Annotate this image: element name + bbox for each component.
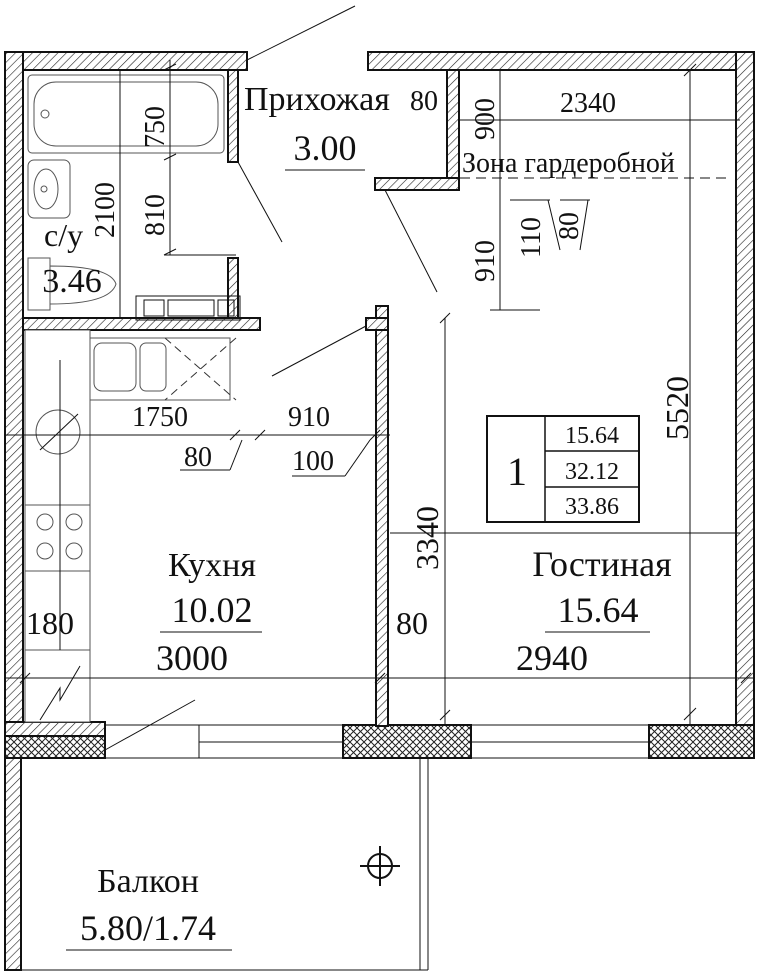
bathroom-name: с/у [44, 217, 83, 253]
dim-80-wardrobe: 80 [554, 212, 585, 240]
dim-80-hall: 80 [410, 86, 438, 117]
toilet [27, 257, 117, 311]
dimension-labels: 750 2100 810 80 900 2340 910 110 80 1750… [26, 86, 695, 678]
dimension-lines [5, 60, 754, 725]
wardrobe-name: Зона гардеробной [462, 148, 675, 179]
dim-110: 110 [516, 217, 547, 258]
dim-3340: 3340 [409, 506, 445, 570]
dim-750: 750 [140, 106, 171, 148]
balcony-area: 5.80/1.74 [80, 908, 216, 948]
bathtub [27, 74, 225, 154]
dim-2940: 2940 [516, 638, 588, 678]
dim-910-wardrobe: 910 [470, 240, 501, 282]
dim-900: 900 [470, 98, 501, 140]
dim-180: 180 [26, 605, 74, 641]
door-swings [104, 5, 438, 751]
dim-80-kitchen: 80 [184, 442, 212, 473]
dim-910-kitchen: 910 [288, 402, 330, 433]
summary-total-with-balcony: 33.86 [565, 494, 619, 520]
hallway-name: Прихожая [244, 81, 390, 118]
room-labels: Прихожая 3.00 Зона гардеробной с/у 3.46 … [42, 81, 675, 951]
washbasin [27, 159, 71, 219]
balcony-name: Балкон [97, 863, 199, 900]
balcony [4, 757, 429, 971]
summary-living-area: 15.64 [565, 423, 619, 449]
kitchen-area: 10.02 [172, 590, 253, 630]
dim-2340: 2340 [560, 88, 616, 119]
hallway-area: 3.00 [294, 128, 357, 168]
area-summary-table: 1 15.64 32.12 33.86 [486, 415, 640, 523]
dim-80-living: 80 [396, 605, 428, 641]
dim-2100: 2100 [90, 182, 121, 238]
kitchen-name: Кухня [168, 547, 256, 584]
dim-810: 810 [140, 194, 171, 236]
living-name: Гостиная [532, 544, 671, 584]
exterior-walls [4, 51, 755, 759]
kitchen-sink [87, 337, 237, 401]
rooms-count: 1 [507, 449, 527, 494]
summary-total-area: 32.12 [565, 459, 619, 485]
living-area: 15.64 [558, 590, 639, 630]
compass-icon [360, 846, 400, 886]
dim-3000: 3000 [156, 638, 228, 678]
bathroom-area: 3.46 [42, 263, 102, 300]
dim-1750: 1750 [132, 402, 188, 433]
kitchen-counter [24, 329, 91, 723]
dim-5520: 5520 [659, 376, 695, 440]
interior-walls [22, 69, 460, 727]
dim-100: 100 [292, 446, 334, 477]
